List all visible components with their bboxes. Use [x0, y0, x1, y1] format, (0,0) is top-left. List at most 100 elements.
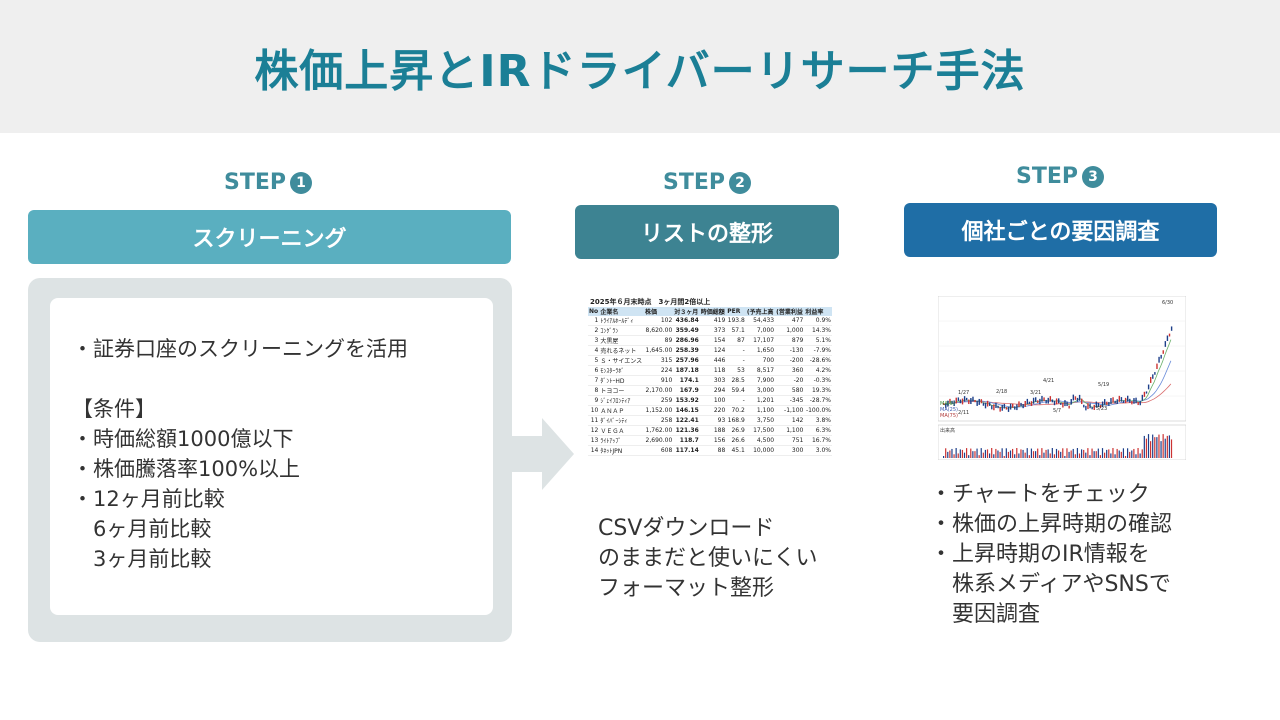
spreadsheet-cell: -28.7%	[804, 395, 832, 406]
step1-heading: スクリーニング	[28, 210, 511, 264]
candle	[1068, 405, 1070, 409]
spreadsheet-cell: 257.96	[673, 355, 700, 366]
step3-line: ・株価の上昇時期の確認	[930, 512, 1173, 537]
volume-bar	[1043, 452, 1045, 458]
step3-line: ・チャートをチェック	[930, 482, 1150, 507]
candle	[986, 400, 989, 407]
candle	[1009, 403, 1012, 410]
spacer	[72, 364, 471, 394]
spreadsheet-cell: 53	[726, 365, 746, 376]
candle	[953, 400, 955, 406]
spreadsheet-cell: 2	[588, 325, 600, 336]
candle	[1026, 398, 1029, 405]
spreadsheet-cell: -	[726, 395, 746, 406]
volume-bar	[1039, 455, 1041, 458]
volume-bar	[1047, 449, 1049, 458]
spreadsheet-cell: 12	[588, 425, 600, 436]
volume-pane	[938, 424, 1186, 460]
spreadsheet-cell: 11	[588, 415, 600, 426]
candle	[1016, 404, 1018, 411]
candle	[1166, 335, 1169, 341]
step-number-badge: 3	[1082, 165, 1105, 188]
volume-bar	[1162, 434, 1164, 458]
page-title: 株価上昇とIRドライバーリサーチ手法	[254, 45, 1026, 97]
volume-bar	[1170, 439, 1173, 458]
candle	[1097, 402, 1100, 408]
volume-bar	[1110, 453, 1112, 458]
spreadsheet-cell: 187.18	[673, 365, 700, 376]
candle	[1158, 356, 1160, 363]
volume-bar	[1120, 451, 1122, 458]
candle	[1137, 401, 1139, 406]
volume-bar	[1118, 450, 1120, 458]
spreadsheet-cell: 2,170.00	[644, 385, 674, 396]
candle	[1028, 401, 1031, 404]
volume-bar	[1001, 448, 1003, 458]
candle	[999, 406, 1001, 412]
volume-bar	[1085, 452, 1087, 458]
spreadsheet-cell: 7,900	[745, 375, 776, 386]
spreadsheet-cell: 8,517	[745, 365, 776, 376]
candle	[1122, 400, 1125, 403]
candle	[947, 400, 949, 407]
candle	[1091, 407, 1093, 410]
spreadsheet-cell: -200	[775, 355, 805, 366]
candle	[1066, 401, 1068, 407]
volume-bar	[1095, 451, 1097, 458]
volume-bar	[1135, 454, 1137, 458]
candle	[1078, 394, 1081, 401]
spreadsheet-cell: -100.0%	[804, 405, 832, 416]
candle	[997, 405, 999, 409]
candle	[1085, 405, 1087, 411]
volume-bar	[1141, 449, 1143, 458]
volume-bar	[1026, 448, 1028, 458]
step-label-text: STEP	[224, 170, 287, 195]
candle	[1012, 403, 1014, 408]
candle	[1003, 403, 1006, 409]
candle	[957, 397, 960, 401]
spreadsheet-cell: ﾓﾝｽﾀｰﾗﾎﾞ	[599, 365, 645, 376]
candle	[1116, 399, 1118, 404]
candle	[1058, 398, 1060, 404]
spreadsheet-cell: 477	[775, 316, 805, 326]
chart-annotation: 3/21	[1030, 390, 1041, 396]
spreadsheet-cell: 88	[699, 445, 727, 456]
chart-background	[938, 296, 1186, 460]
spreadsheet-cell: 193.8	[726, 316, 746, 326]
volume-bar	[1049, 453, 1051, 458]
spreadsheet-cell: 419	[699, 316, 727, 326]
volume-bar	[1062, 448, 1064, 458]
candle	[1168, 333, 1171, 337]
candle	[1139, 401, 1141, 406]
volume-bar	[961, 449, 964, 458]
spreadsheet-cell: -20	[775, 375, 805, 386]
spreadsheet-cell: 118	[699, 365, 727, 376]
spreadsheet-cell: 102	[644, 316, 674, 326]
spreadsheet-cell: 89	[644, 335, 674, 346]
legend-ma75: MA(75)	[940, 413, 958, 419]
volume-bar	[1097, 448, 1099, 458]
candle	[1154, 372, 1156, 375]
candle	[1089, 403, 1091, 409]
volume-bar	[984, 449, 987, 458]
spreadsheet-cell: -28.6%	[804, 355, 832, 366]
spreadsheet-cell: 879	[775, 335, 805, 346]
volume-label: 出来高	[940, 427, 955, 434]
spreadsheet-cell: 154	[699, 335, 727, 346]
spreadsheet-cell: 153.92	[673, 395, 700, 406]
step3-description: ・チャートをチェック ・株価の上昇時期の確認 ・上昇時期のIR情報を 株系メディ…	[930, 480, 1172, 630]
candle	[995, 402, 997, 408]
volume-bar	[978, 455, 980, 458]
candle	[1005, 407, 1008, 410]
candle	[1018, 401, 1020, 407]
spreadsheet-cell: 3.8%	[804, 415, 832, 426]
chart-annotation: 6/30	[1162, 300, 1173, 306]
volume-bar	[1003, 455, 1005, 458]
volume-bar	[1076, 448, 1079, 458]
volume-bar	[974, 451, 976, 458]
spreadsheet-header-cell: 株価	[644, 307, 674, 316]
volume-bar	[1083, 449, 1085, 458]
